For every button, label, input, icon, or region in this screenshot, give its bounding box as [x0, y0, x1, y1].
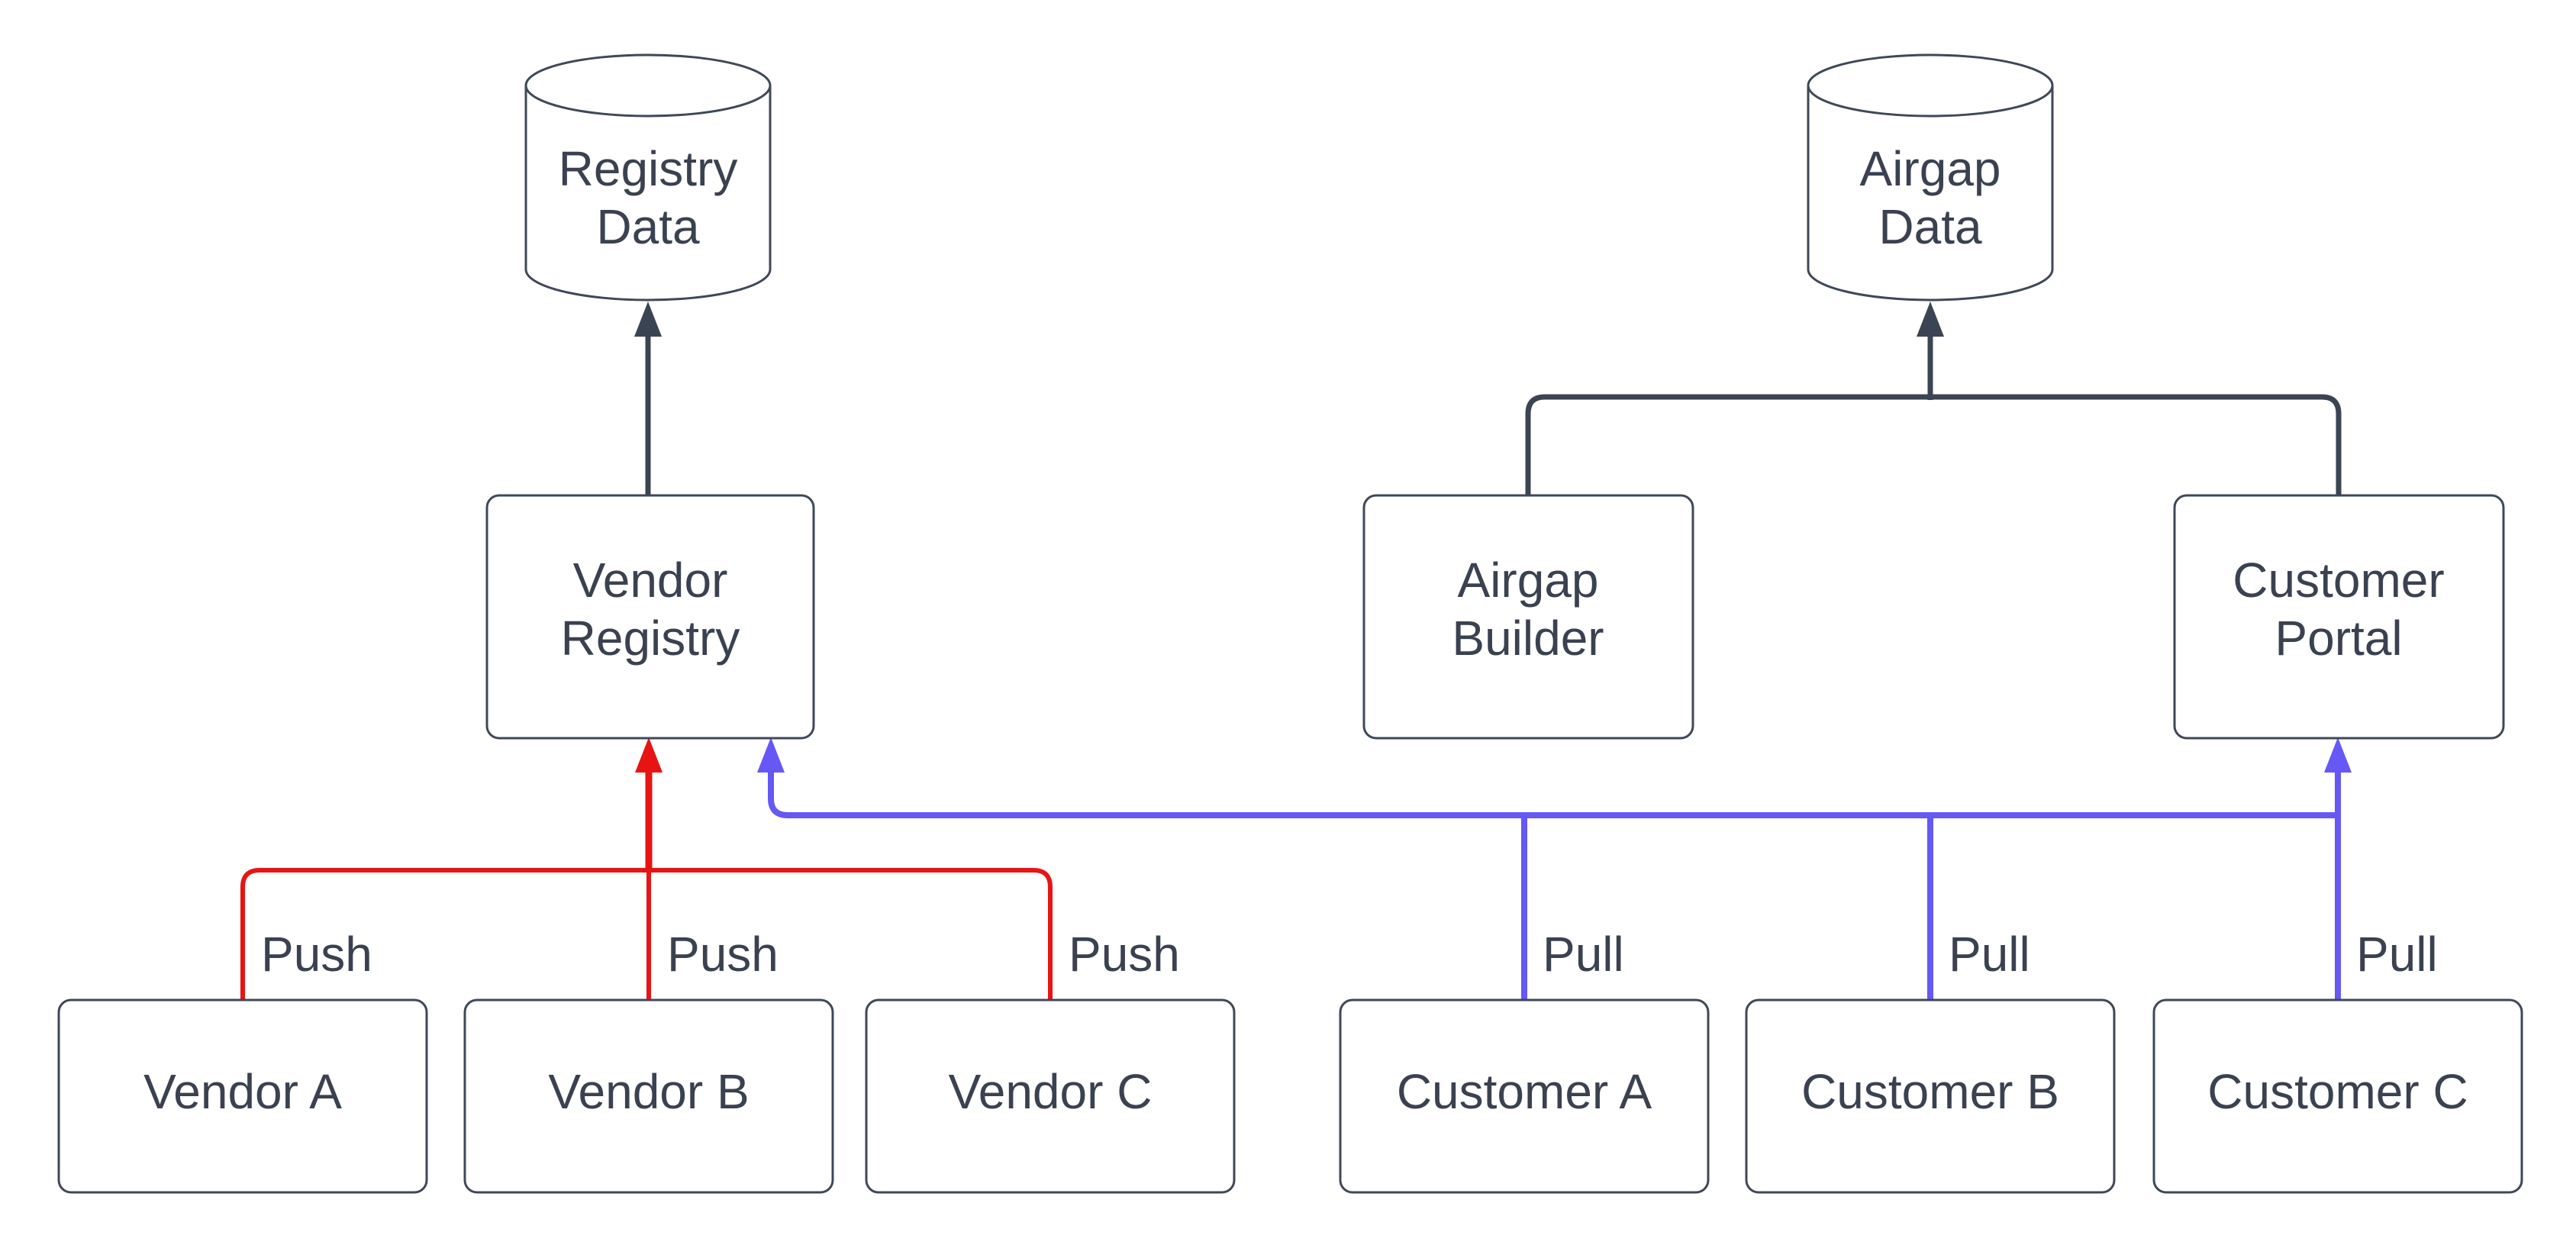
push-label-vendor-c: Push — [1069, 927, 1180, 982]
airgap-builder-node: Airgap Builder — [1362, 494, 1694, 740]
pull-arrowhead-icon — [2324, 737, 2352, 773]
edge-line — [1525, 394, 2342, 495]
pull-edge-trunk — [768, 769, 2338, 818]
node-box — [1745, 998, 2116, 1194]
cylinder-body — [524, 85, 772, 302]
vendor-b-node: Vendor B — [463, 998, 834, 1194]
node-box — [1362, 494, 1694, 740]
push-label-vendor-a: Push — [261, 927, 372, 982]
node-box — [2152, 998, 2523, 1194]
push-edge-vendor-a — [240, 868, 649, 1000]
customer-b-label: Customer B — [1801, 1064, 2059, 1119]
customer-c-label: Customer C — [2207, 1064, 2468, 1119]
registry-data-label-line2: Data — [596, 199, 700, 254]
vendor-c-label: Vendor C — [949, 1064, 1153, 1119]
push-edge-vendor-c — [649, 868, 1053, 1000]
arrowhead-up-icon — [1917, 302, 1944, 337]
airgap-data-label-line2: Data — [1878, 199, 1982, 254]
vendor-registry-label-line2: Registry — [561, 611, 740, 666]
node-box — [865, 998, 1236, 1194]
push-label-vendor-b: Push — [667, 927, 779, 982]
customer-portal-node: Customer Portal — [2173, 494, 2505, 740]
vendor-registry-label-line1: Vendor — [573, 553, 728, 608]
airgap-data-label-line1: Airgap — [1860, 141, 2001, 196]
node-box — [463, 998, 834, 1194]
pull-label-customer-a: Pull — [1543, 927, 1624, 982]
push-edges — [240, 737, 1053, 1000]
vendor-b-label: Vendor B — [548, 1064, 749, 1119]
arrowhead-up-icon — [634, 302, 662, 337]
customer-a-node: Customer A — [1339, 998, 1710, 1194]
node-box — [57, 998, 428, 1194]
airgap-builder-label-line1: Airgap — [1458, 553, 1599, 608]
registry-data-label-line1: Registry — [559, 141, 738, 196]
vendor-a-label: Vendor A — [143, 1064, 342, 1119]
customer-c-node: Customer C — [2152, 998, 2523, 1194]
airgap-builder-label-line2: Builder — [1452, 611, 1604, 666]
registry-data-database-icon: Registry Data — [524, 53, 772, 302]
node-box — [2173, 494, 2505, 740]
vendor-c-node: Vendor C — [865, 998, 1236, 1194]
vendor-registry-node: Vendor Registry — [485, 494, 815, 740]
pull-arrowhead-icon — [757, 737, 785, 773]
pull-label-customer-c: Pull — [2356, 927, 2438, 982]
edge-labels: Push Push Push Pull Pull Pull — [261, 927, 2438, 982]
customer-portal-label-line1: Customer — [2233, 553, 2444, 608]
edge-builder-and-portal-to-airgap-data — [1525, 302, 2342, 495]
customer-portal-label-line2: Portal — [2275, 611, 2402, 666]
node-box — [485, 494, 815, 740]
vendor-a-node: Vendor A — [57, 998, 428, 1194]
customer-a-label: Customer A — [1397, 1064, 1652, 1119]
airgap-data-database-icon: Airgap Data — [1807, 53, 2054, 302]
cylinder-top — [1807, 53, 2054, 118]
push-arrowhead-icon — [635, 737, 663, 773]
cylinder-body — [1807, 85, 2054, 302]
cylinder-top — [524, 53, 772, 118]
edge-vendor-registry-to-registry-data — [634, 302, 662, 495]
customer-b-node: Customer B — [1745, 998, 2116, 1194]
node-box — [1339, 998, 1710, 1194]
pull-edges — [757, 737, 2352, 1000]
pull-label-customer-b: Pull — [1949, 927, 2030, 982]
